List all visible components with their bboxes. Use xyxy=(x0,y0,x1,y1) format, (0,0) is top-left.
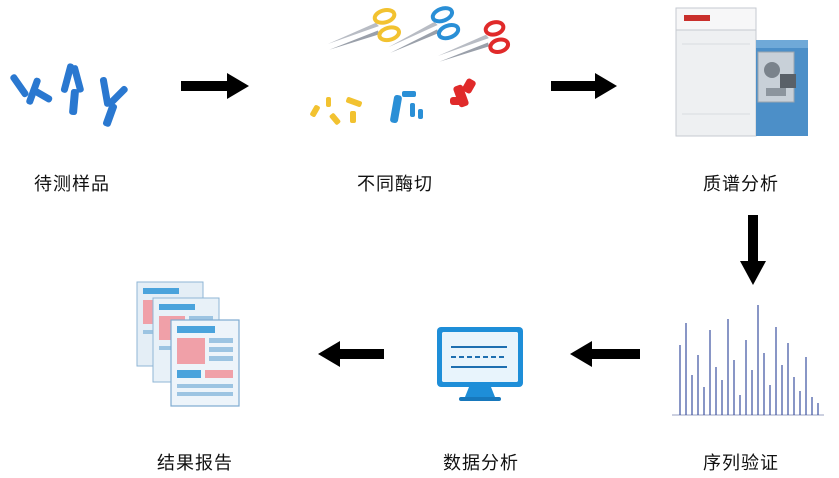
mass-spectrometer-icon xyxy=(675,7,808,137)
arrow-left-1 xyxy=(570,341,640,367)
step-label-sample: 待测样品 xyxy=(34,174,110,195)
step-label-mass-spec: 质谱分析 xyxy=(703,174,779,195)
arrow-left-2 xyxy=(318,341,384,367)
step-label-data-analysis: 数据分析 xyxy=(443,453,519,474)
arrow-down xyxy=(740,215,766,285)
monitor-icon xyxy=(437,327,523,401)
step-label-report: 结果报告 xyxy=(157,453,233,474)
scissors-icon xyxy=(310,6,511,125)
antibody-icon xyxy=(10,63,128,127)
report-documents-icon xyxy=(136,281,240,407)
spectrum-peaks-icon xyxy=(672,305,824,416)
step-label-sequence-verify: 序列验证 xyxy=(703,453,779,474)
step-label-digestion: 不同酶切 xyxy=(357,174,433,195)
arrow-right-2 xyxy=(551,73,617,99)
arrow-right-1 xyxy=(181,73,249,99)
